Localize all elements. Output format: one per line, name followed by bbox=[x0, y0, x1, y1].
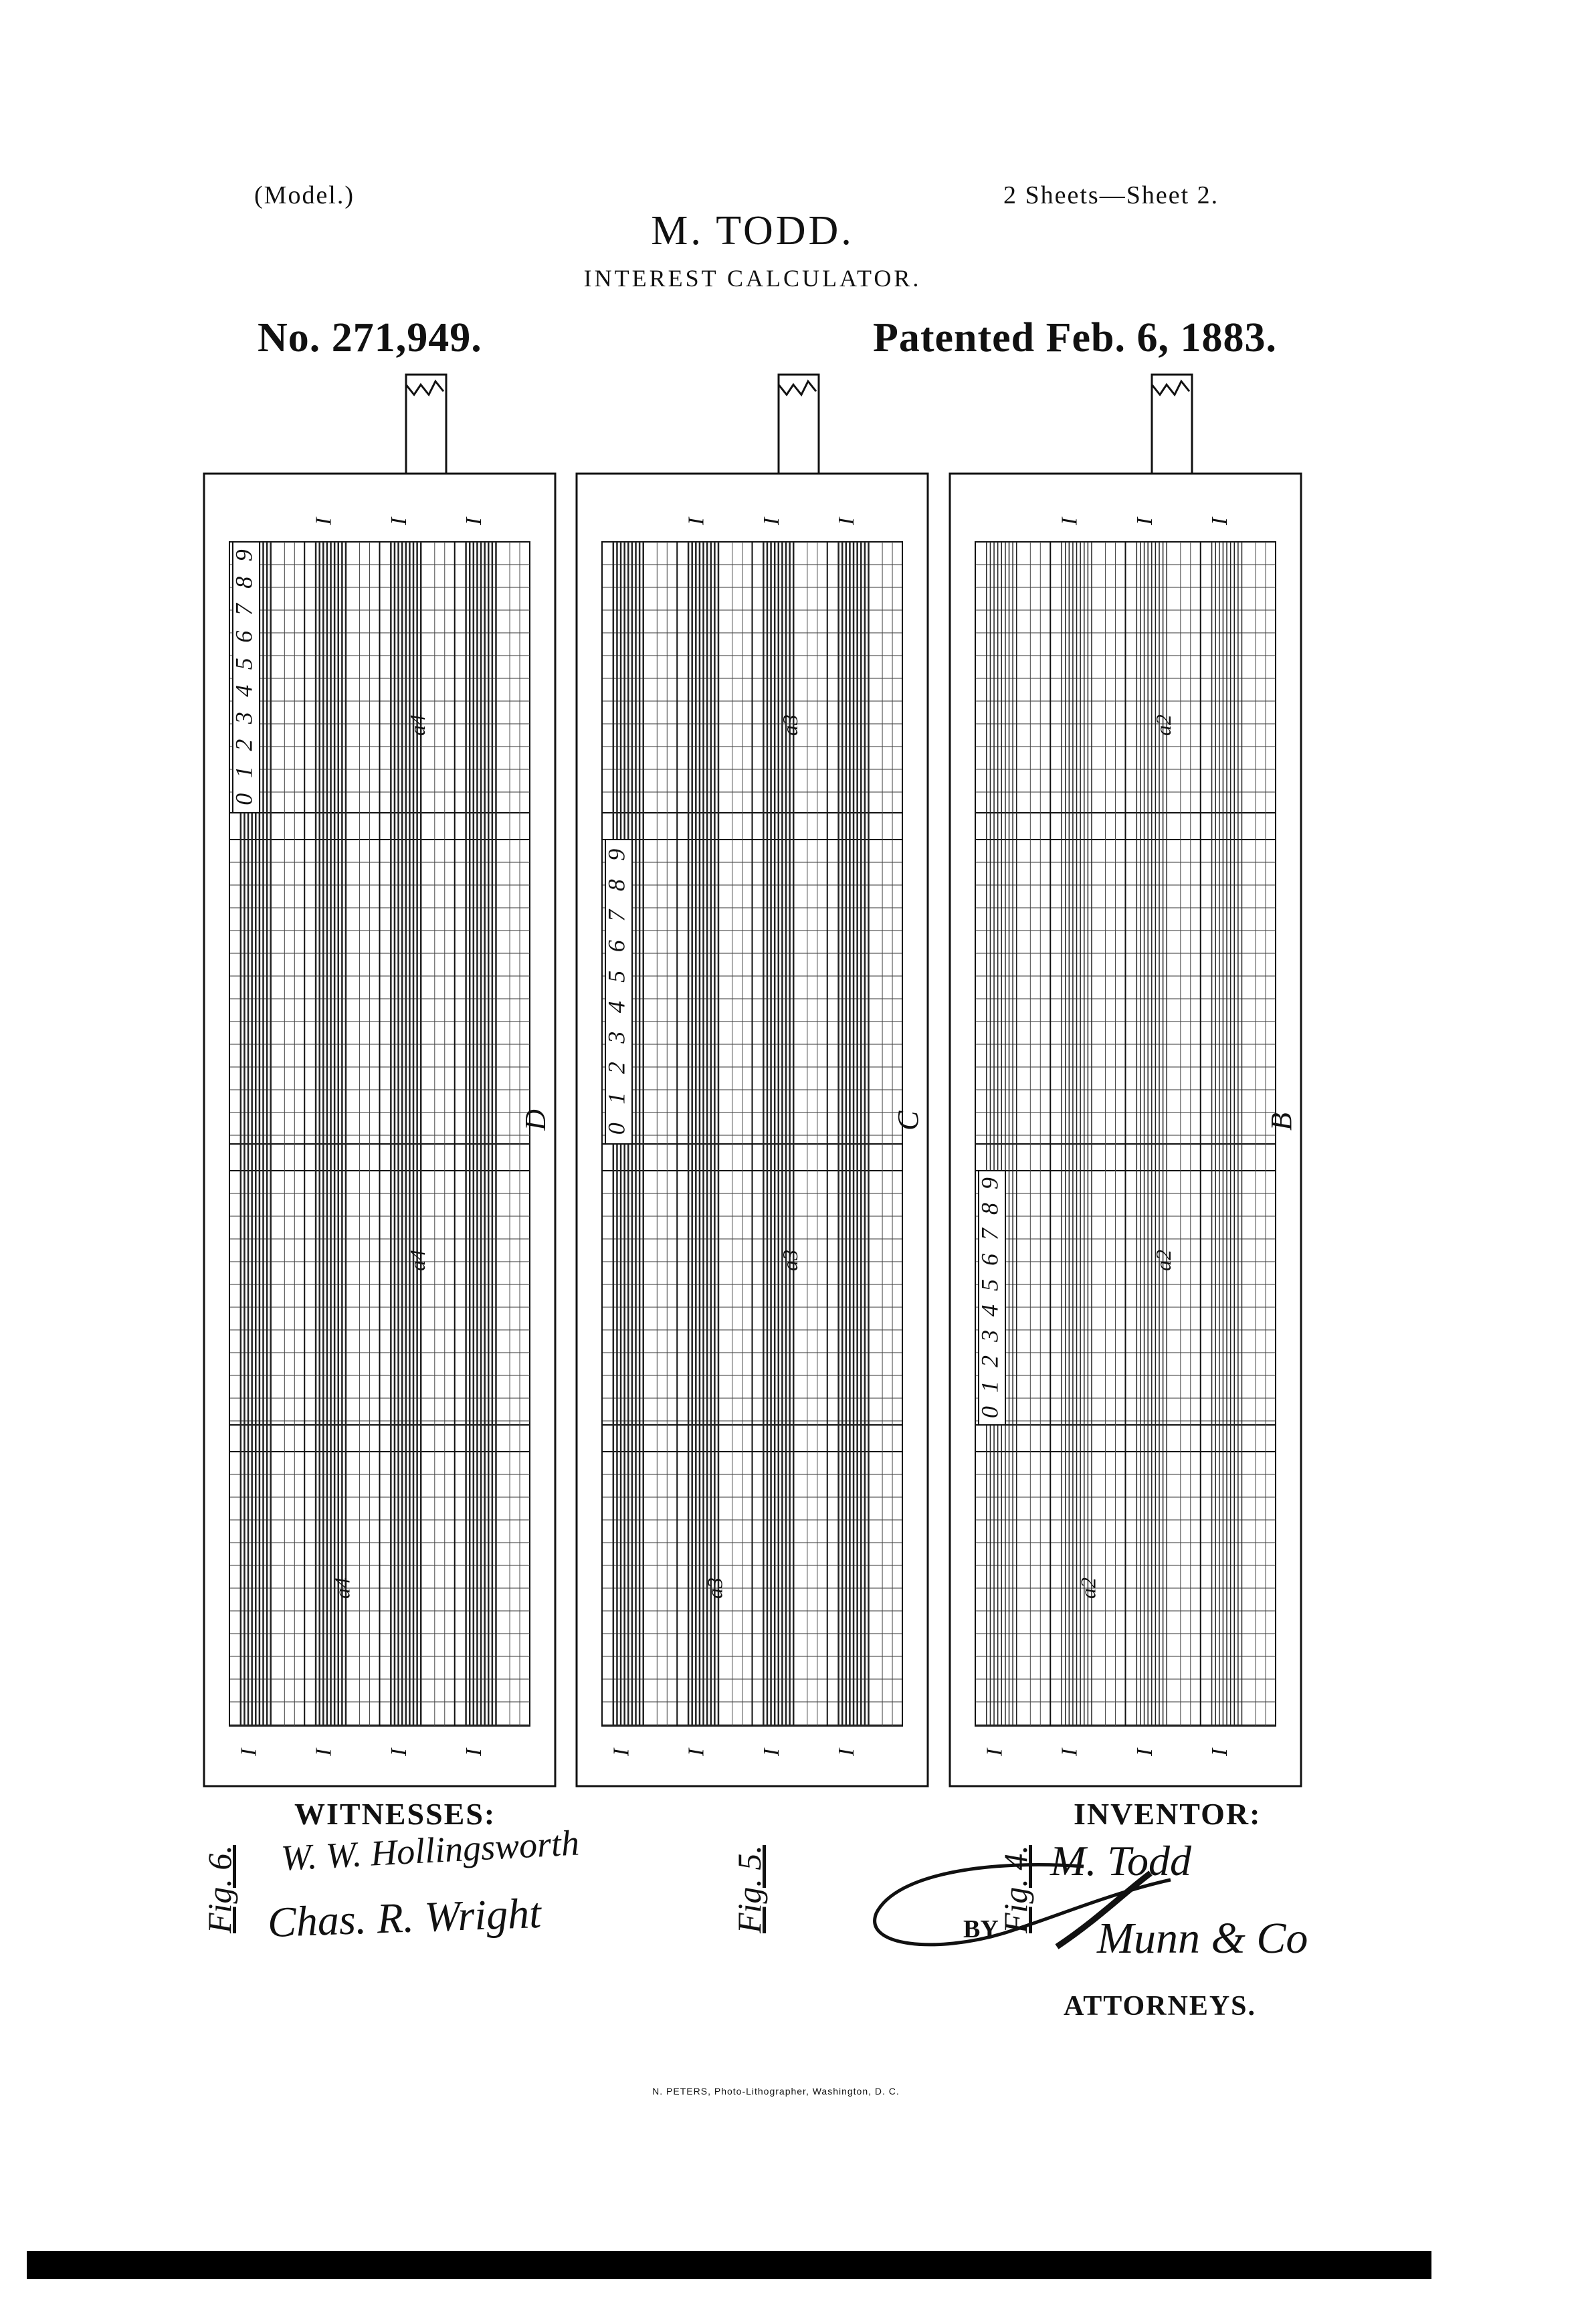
ref-label-top: I bbox=[684, 516, 709, 526]
digit-label: 9 bbox=[603, 849, 629, 861]
digit-label: 3 bbox=[230, 712, 257, 724]
figure-label: Fig. 4. bbox=[997, 1845, 1034, 1934]
bottom-edge-bar bbox=[27, 2251, 1431, 2279]
digit-label: 3 bbox=[603, 1032, 629, 1044]
inventor-heading: M. TODD. bbox=[651, 208, 854, 254]
ref-label-top: I bbox=[1207, 516, 1232, 526]
ref-label-bottom: I bbox=[684, 1747, 709, 1757]
digit-header-box bbox=[232, 541, 260, 813]
digit-label: 8 bbox=[603, 879, 629, 891]
ref-label-top: I bbox=[834, 516, 859, 526]
digit-label: 5 bbox=[230, 658, 257, 670]
digit-label: 0 bbox=[603, 1123, 629, 1135]
patent-date: Patented Feb. 6, 1883. bbox=[873, 315, 1278, 361]
tab-break-mark bbox=[405, 379, 445, 397]
digit-label: 7 bbox=[603, 908, 629, 922]
witnesses-label: WITNESSES: bbox=[294, 1797, 496, 1831]
attorneys-label: ATTORNEYS. bbox=[1064, 1991, 1257, 2022]
attorney-signature: Munn & Co bbox=[1097, 1914, 1308, 1963]
digit-label: 5 bbox=[976, 1279, 1003, 1291]
panel-tab bbox=[405, 373, 447, 475]
digit-label: 7 bbox=[976, 1227, 1003, 1240]
ref-label-bottom: I bbox=[1207, 1747, 1232, 1757]
panel-tab bbox=[1151, 373, 1193, 475]
digit-label: 5 bbox=[603, 971, 629, 983]
digit-label: 1 bbox=[230, 766, 257, 778]
model-label: (Model.) bbox=[254, 181, 355, 209]
digit-label: 4 bbox=[230, 685, 257, 697]
ref-label-bottom: I bbox=[387, 1747, 411, 1757]
ref-a-label: a3 bbox=[703, 1577, 727, 1599]
digit-label: 0 bbox=[976, 1406, 1003, 1418]
ref-label-top: I bbox=[1058, 516, 1082, 526]
ref-a-label: a4 bbox=[405, 714, 429, 736]
ref-label-bottom: I bbox=[609, 1747, 633, 1757]
witness-2-signature: Chas. R. Wright bbox=[266, 1889, 542, 1947]
ref-label-top: I bbox=[462, 516, 486, 526]
patent-number: No. 271,949. bbox=[258, 315, 482, 361]
digit-label: 3 bbox=[976, 1330, 1003, 1343]
ref-label-top: I bbox=[387, 516, 411, 526]
digit-label: 9 bbox=[976, 1177, 1003, 1189]
digit-label: 2 bbox=[976, 1355, 1003, 1367]
figure-label: Fig. 5. bbox=[730, 1845, 768, 1934]
lithographer-credit: N. PETERS, Photo-Lithographer, Washingto… bbox=[652, 2086, 900, 2097]
tab-break-mark bbox=[1151, 379, 1191, 397]
digit-label: 4 bbox=[976, 1304, 1003, 1317]
digit-header-box bbox=[978, 1170, 1006, 1426]
ref-label-bottom: I bbox=[834, 1747, 859, 1757]
panel-letter: B bbox=[1265, 1112, 1298, 1131]
digit-label: 6 bbox=[230, 631, 257, 643]
digit-label: 8 bbox=[230, 577, 257, 589]
digit-label: 4 bbox=[603, 1001, 629, 1013]
ref-a-label: a2 bbox=[1151, 714, 1175, 736]
digit-header-box bbox=[605, 839, 633, 1145]
ref-label-top: I bbox=[312, 516, 336, 526]
panel-letter: D bbox=[519, 1109, 552, 1131]
ref-label-bottom: I bbox=[462, 1747, 486, 1757]
inventor-signature: M. Todd bbox=[1050, 1837, 1192, 1884]
digit-label: 9 bbox=[230, 549, 257, 561]
ref-a-label: a4 bbox=[405, 1250, 429, 1271]
panel-letter: C bbox=[892, 1110, 924, 1131]
digit-label: 2 bbox=[603, 1062, 629, 1074]
ref-label-bottom: I bbox=[982, 1747, 1007, 1757]
digit-label: 2 bbox=[230, 739, 257, 751]
ref-label-bottom: I bbox=[759, 1747, 784, 1757]
ref-label-top: I bbox=[759, 516, 784, 526]
invention-title: INTEREST CALCULATOR. bbox=[583, 265, 922, 292]
digit-label: 0 bbox=[230, 793, 257, 805]
digit-label: 1 bbox=[603, 1092, 629, 1104]
inventor-label: INVENTOR: bbox=[1074, 1797, 1262, 1831]
digit-label: 6 bbox=[976, 1254, 1003, 1266]
ref-label-bottom: I bbox=[1132, 1747, 1157, 1757]
ref-label-top: I bbox=[1132, 516, 1157, 526]
ref-a-label: a3 bbox=[778, 1250, 802, 1271]
ref-a-label: a2 bbox=[1076, 1577, 1100, 1599]
ref-a-label: a4 bbox=[330, 1577, 355, 1599]
digit-label: 6 bbox=[603, 940, 629, 952]
ref-a-label: a3 bbox=[778, 714, 802, 736]
ref-label-bottom: I bbox=[312, 1747, 336, 1757]
figure-label: Fig. 6. bbox=[201, 1845, 238, 1934]
tab-break-mark bbox=[777, 379, 817, 397]
ref-label-bottom: I bbox=[1058, 1747, 1082, 1757]
panel-tab bbox=[777, 373, 820, 475]
signature-flourish bbox=[873, 1863, 1171, 1949]
digit-label: 1 bbox=[976, 1381, 1003, 1393]
ref-label-bottom: I bbox=[236, 1747, 261, 1757]
digit-label: 7 bbox=[230, 602, 257, 615]
ref-a-label: a2 bbox=[1151, 1250, 1175, 1271]
sheet-label: 2 Sheets—Sheet 2. bbox=[1003, 181, 1219, 209]
digit-label: 8 bbox=[976, 1203, 1003, 1215]
